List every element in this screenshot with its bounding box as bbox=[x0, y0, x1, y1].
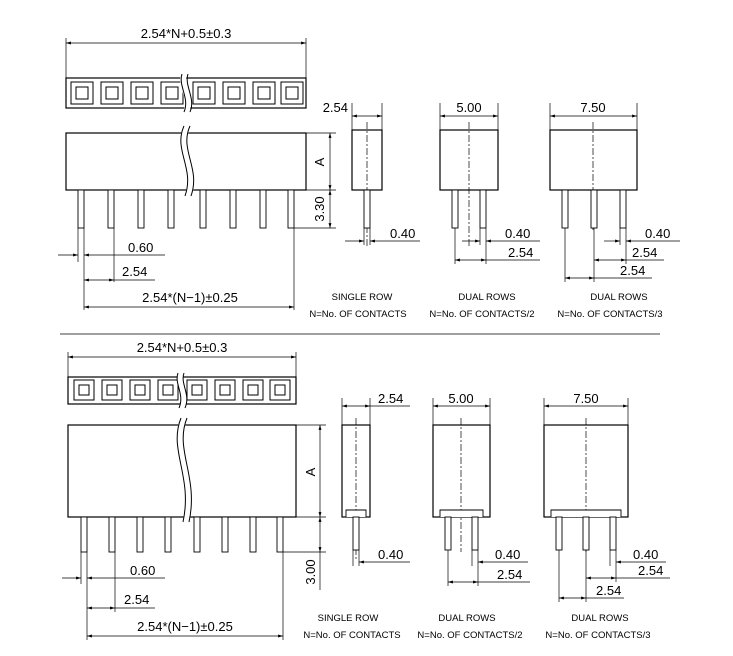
dual-pitch-label: 2.54 bbox=[497, 567, 522, 582]
overall-length-dimension: 2.54*N+0.5±0.3 bbox=[65, 26, 307, 78]
triple-pin-label: 0.40 bbox=[645, 226, 670, 241]
side-view-triple-rows: 7.50 0.40 2.54 2.54 DUAL ROWS N=No. OF C… bbox=[549, 100, 680, 320]
single-caption: SINGLE ROW bbox=[318, 613, 379, 624]
pin-span-label: 2.54*(N−1)±0.25 bbox=[137, 619, 233, 634]
height-label: A bbox=[312, 157, 327, 166]
single-pin-label: 0.40 bbox=[378, 547, 403, 562]
single-width-label: 2.54 bbox=[323, 100, 348, 115]
dual-pin-label: 0.40 bbox=[495, 547, 520, 562]
front-view-pins bbox=[77, 189, 295, 229]
side-view-triple-rows: 7.50 0.40 2.54 2.54 DUAL ROWS N=No. OF C… bbox=[543, 391, 670, 641]
height-dimension: A 3.00 bbox=[283, 424, 326, 590]
side-view-dual-rows: 5.00 0.40 2.54 DUAL ROWS N=No. OF CONTAC… bbox=[417, 391, 530, 641]
top-view-strip bbox=[65, 73, 307, 114]
dual-pitch-label: 2.54 bbox=[508, 245, 533, 260]
lower-drawing: 2.54*N+0.5±0.3 bbox=[62, 340, 670, 641]
side-view-single-row: 2.54 0.40 SINGLE ROW N=No. OF CONTACTS bbox=[303, 391, 410, 641]
single-width-label: 2.54 bbox=[378, 391, 403, 406]
pin-length-label: 3.00 bbox=[303, 559, 318, 584]
side-view-dual-rows: 5.00 0.40 2.54 DUAL ROWS N=No. OF CONTAC… bbox=[429, 100, 540, 320]
triple-note: N=No. OF CONTACTS/3 bbox=[545, 630, 650, 641]
dual-width-label: 5.00 bbox=[448, 391, 473, 406]
pin-width-label: 0.60 bbox=[130, 563, 155, 578]
upper-drawing: 2.54*N+0.5±0.3 bbox=[58, 26, 680, 320]
triple-pitch-label: 2.54 bbox=[632, 245, 657, 260]
pin-span-label: 2.54*(N−1)±0.25 bbox=[142, 290, 238, 305]
pitch-label: 2.54 bbox=[122, 264, 147, 279]
dual-note: N=No. OF CONTACTS/2 bbox=[417, 630, 522, 641]
triple-note: N=No. OF CONTACTS/3 bbox=[557, 309, 662, 320]
triple-caption: DUAL ROWS bbox=[590, 292, 647, 303]
side-view-single-row: 2.54 0.40 SINGLE ROW N=No. OF CONTACTS bbox=[309, 100, 420, 320]
triple-pitch-label: 2.54 bbox=[638, 563, 663, 578]
pitch-label: 2.54 bbox=[124, 592, 149, 607]
overall-length-dimension: 2.54*N+0.5±0.3 bbox=[67, 340, 297, 377]
pin-dimensions: 0.60 2.54 2.54*(N−1)±0.25 bbox=[62, 552, 284, 640]
pin-dimensions: 0.60 2.54 2.54*(N−1)±0.25 bbox=[58, 228, 295, 310]
dual-caption: DUAL ROWS bbox=[438, 613, 495, 624]
dual-note: N=No. OF CONTACTS/2 bbox=[429, 309, 534, 320]
triple-width-label: 7.50 bbox=[580, 100, 605, 115]
single-caption: SINGLE ROW bbox=[332, 292, 393, 303]
single-pin-label: 0.40 bbox=[390, 226, 415, 241]
height-dimension: A 3.30 bbox=[294, 132, 336, 229]
triple-pitch2-label: 2.54 bbox=[596, 583, 621, 598]
overall-length-label: 2.54*N+0.5±0.3 bbox=[137, 340, 228, 355]
pin-length-label: 3.30 bbox=[312, 196, 327, 221]
dual-caption: DUAL ROWS bbox=[458, 292, 515, 303]
pin-width-label: 0.60 bbox=[128, 240, 153, 255]
triple-caption: DUAL ROWS bbox=[571, 613, 628, 624]
dual-width-label: 5.00 bbox=[456, 100, 481, 115]
triple-pin-label: 0.40 bbox=[633, 547, 658, 562]
front-view-body bbox=[67, 416, 297, 523]
triple-pitch2-label: 2.54 bbox=[620, 263, 645, 278]
single-note: N=No. OF CONTACTS bbox=[303, 630, 400, 641]
single-note: N=No. OF CONTACTS bbox=[309, 309, 406, 320]
dual-pin-label: 0.40 bbox=[505, 226, 530, 241]
triple-width-label: 7.50 bbox=[573, 391, 598, 406]
front-view-body bbox=[65, 124, 307, 198]
top-view-strip bbox=[67, 371, 297, 410]
front-view-pins bbox=[80, 516, 284, 553]
overall-length-label: 2.54*N+0.5±0.3 bbox=[141, 26, 232, 41]
height-label: A bbox=[303, 467, 318, 476]
